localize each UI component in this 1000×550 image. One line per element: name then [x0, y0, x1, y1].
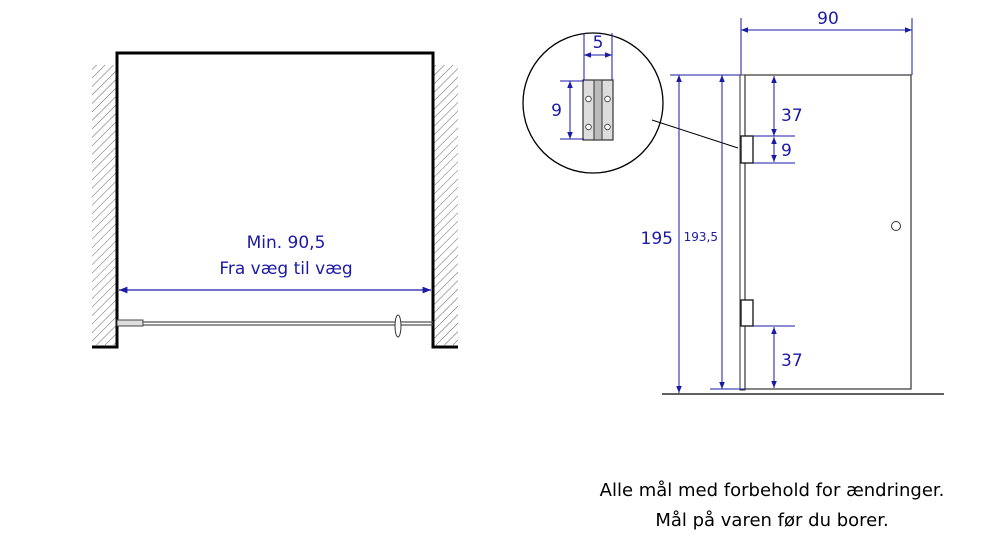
left-wall-hatch [92, 65, 117, 345]
door-width-label: 90 [817, 9, 839, 29]
hinge-screw-hole [585, 123, 592, 131]
hinge-knuckle [593, 79, 603, 141]
hinge-profile [116, 319, 144, 327]
bottom-hinge [740, 299, 754, 327]
hinge-height-label: 9 [551, 101, 562, 121]
total-height-label: 195 [641, 229, 673, 249]
top-hinge [740, 135, 754, 164]
top-hinge-offset-label: 37 [781, 106, 803, 126]
hinge-screw-hole [604, 123, 611, 131]
door-panel [744, 74, 912, 390]
hinge-width-label: 5 [593, 33, 604, 53]
door-height-label: 193,5 [684, 230, 718, 244]
door-handle-top-view [394, 314, 402, 338]
disclaimer-line-1: Alle mål med forbehold for ændringer. [600, 480, 945, 501]
disclaimer-line-2: Mål på varen før du borer. [655, 510, 888, 531]
wall-to-wall-label: Fra væg til væg [219, 259, 352, 279]
wall-outline [92, 51, 458, 349]
door-knob [891, 221, 901, 231]
bottom-hinge-offset-label: 37 [781, 351, 803, 371]
hinge-detail: 5 9 [522, 32, 739, 174]
min-width-label: Min. 90,5 [247, 233, 326, 253]
door-elevation: 90 195 193,5 37 9 37 [641, 9, 944, 395]
detail-leader-line [651, 119, 739, 149]
hinge-screw-hole [585, 95, 592, 103]
opening-top-view: Min. 90,5 Fra væg til væg [92, 51, 458, 349]
hinge-screw-hole [604, 95, 611, 103]
wall-profile [739, 74, 746, 391]
hinge-size-label: 9 [781, 141, 792, 161]
right-wall-hatch [433, 65, 458, 345]
